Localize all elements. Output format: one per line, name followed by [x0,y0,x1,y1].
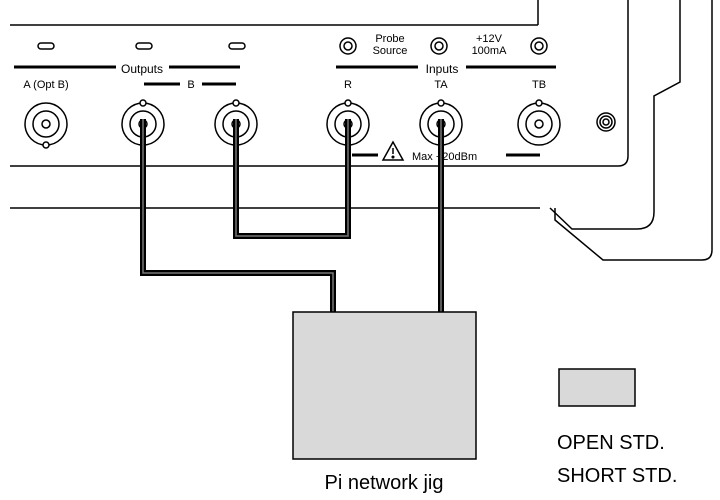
probe-source-jack-1[interactable] [339,37,357,55]
power-jack[interactable] [530,37,548,55]
led-b2 [228,42,246,50]
warning-text: Max +20dBm [412,151,477,163]
led-a [37,42,55,50]
connector-label-a: A (Opt B) [23,79,68,91]
led-indicators [37,42,246,50]
pi-network-jig-label: Pi network jig [325,472,444,494]
outputs-label: Outputs [121,62,163,76]
connector-label-b: B [187,79,194,91]
probe-source-jack-2[interactable] [430,37,448,55]
power-label-line1: +12V [476,33,503,45]
cable-highlights [142,119,442,312]
short-std-label: SHORT STD. [557,465,677,487]
led-b1 [135,42,153,50]
ground-terminal[interactable] [596,112,616,132]
group-brackets [14,65,556,157]
open-std-label: OPEN STD. [557,432,665,454]
calibration-standard [558,368,636,407]
inputs-label: Inputs [426,62,459,76]
bnc-connectors [24,99,616,149]
warning-icon [381,140,405,161]
connector-label-ta: TA [434,79,448,91]
bnc-connector-tb[interactable] [517,99,561,146]
connector-label-tb: TB [532,79,546,91]
power-label-line2: 100mA [472,45,508,57]
pi-network-jig [292,311,477,460]
connector-label-r: R [344,79,352,91]
instrument-panel [10,0,713,261]
bnc-connector-a[interactable] [24,102,68,149]
probe-source-label-line2: Source [373,45,408,57]
small-jacks [339,37,548,55]
probe-source-label-line1: Probe [375,33,404,45]
